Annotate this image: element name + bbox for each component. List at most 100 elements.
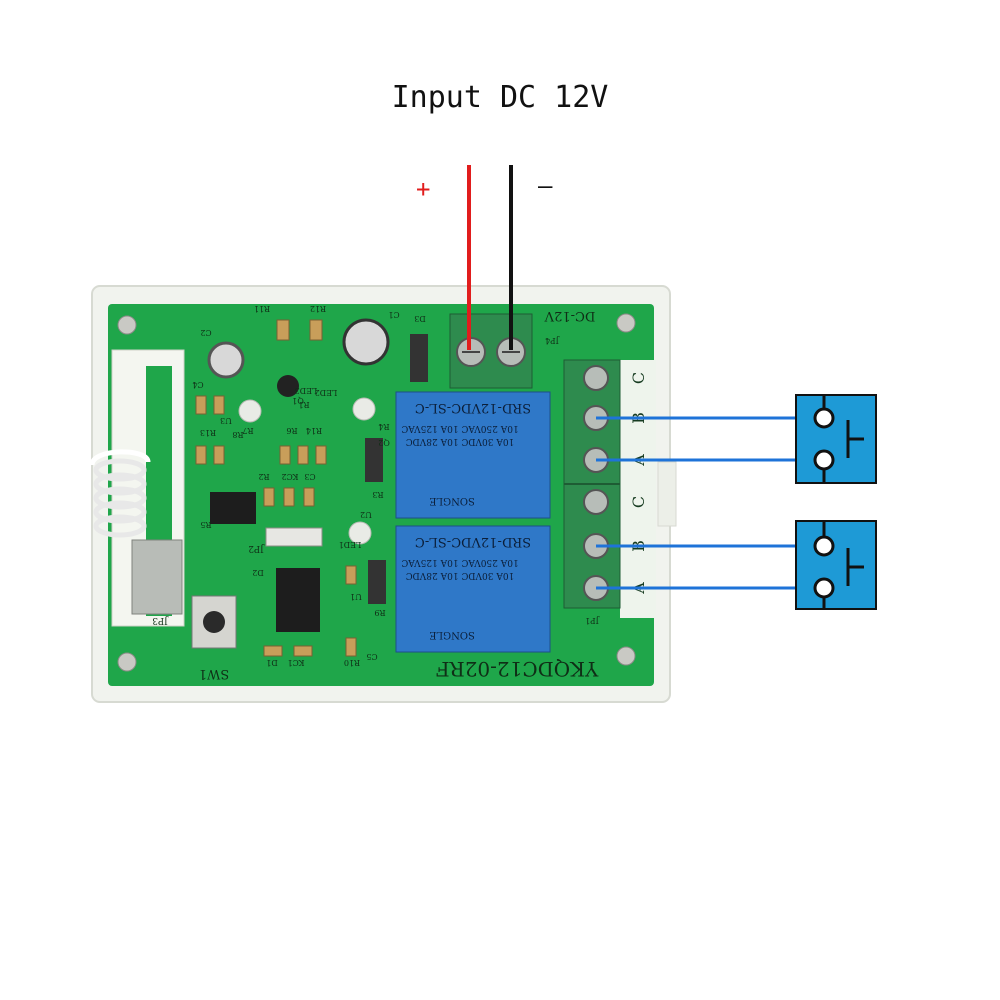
relay-1: SRD-12VDC-SL-C 10A 250VAC 10A 125VAC 10A…	[395, 391, 551, 519]
coil-ring	[93, 500, 147, 524]
silkscreen-label: D3	[414, 314, 426, 323]
relay-1-model: SRD-12VDC-SL-C	[415, 400, 531, 415]
screw-icon	[616, 646, 636, 666]
silkscreen-label: R10	[344, 658, 360, 667]
coil-ring	[93, 486, 147, 510]
switch-2-contact-top	[813, 535, 835, 557]
relay-1-body	[395, 391, 551, 519]
led-led3	[238, 399, 262, 423]
silkscreen-label: Q2	[378, 438, 390, 447]
smd-part	[195, 445, 207, 465]
button-sw1-cap	[203, 611, 225, 633]
silkscreen-label: C4	[192, 380, 203, 389]
smd-part	[345, 637, 357, 657]
switch-1-contact-top	[813, 407, 835, 429]
rf-crystal	[131, 539, 183, 615]
screw-icon	[616, 313, 636, 333]
board-power-label: DC-12V	[544, 308, 595, 323]
smd-part	[279, 445, 291, 465]
coil-ring	[93, 472, 147, 496]
silkscreen-label: C5	[366, 652, 377, 661]
terminal-letter-bottom-c: C	[629, 496, 648, 508]
terminal-letter-top-c: C	[629, 372, 648, 384]
diagram-title: Input DC 12V	[391, 80, 609, 115]
antenna-coil	[89, 449, 151, 538]
silkscreen-label: U1	[350, 592, 362, 601]
coil-ring	[93, 514, 147, 538]
output-terminal-block	[563, 359, 621, 609]
silkscreen-label: R9	[374, 608, 385, 617]
terminal-screw-icon	[583, 489, 609, 515]
board-model-label: YKQDC12-02RF	[436, 657, 600, 681]
label-sw1: SW1	[199, 666, 230, 681]
minus-sign: —	[538, 172, 553, 200]
label-jp3: JP3	[152, 615, 169, 625]
smd-part	[195, 395, 207, 415]
capacitor-c1	[342, 318, 390, 366]
smd-part	[309, 319, 323, 341]
plus-sign: +	[416, 175, 431, 203]
smd-part	[263, 487, 275, 507]
led-led1	[348, 521, 372, 545]
silkscreen-label: R11	[254, 304, 270, 313]
label-jp2: JP2	[248, 543, 264, 553]
jumper-jp2	[265, 527, 323, 547]
smd-part	[297, 445, 309, 465]
regulator-u3	[277, 375, 299, 397]
silkscreen-label: R3	[372, 490, 383, 499]
coil-ring	[93, 458, 147, 482]
enclosure-side-tab	[657, 461, 677, 527]
silkscreen-label: R14	[306, 426, 322, 435]
power-terminal-block	[449, 313, 533, 389]
coil-turn	[89, 449, 151, 466]
relay-2-rating-2: 10A 30VDC 10A 28VDC	[406, 570, 515, 580]
screw-icon	[117, 315, 137, 335]
push-button-switch-icon	[795, 520, 877, 610]
relay-2-rating-1: 10A 250VAC 10A 125VAC	[401, 557, 519, 567]
diode-d3	[410, 334, 428, 382]
smd-components	[195, 319, 357, 657]
ic-u1	[276, 568, 320, 632]
silkscreen-label: R12	[310, 304, 326, 313]
switch-2-box	[795, 520, 877, 610]
smd-part	[283, 487, 295, 507]
smd-part	[293, 645, 313, 657]
relay-1-rating-2: 10A 30VDC 10A 28VDC	[406, 436, 515, 446]
diode-d2	[365, 438, 383, 482]
silkscreen-label: R8	[232, 430, 243, 439]
ic-u2	[210, 492, 256, 524]
silkscreen-label: D2	[252, 568, 264, 577]
silkscreen-label: R4	[378, 422, 389, 431]
silkscreen-label: LED1	[339, 540, 362, 549]
silkscreen-label: R5	[200, 520, 211, 529]
silkscreen-label: D1	[266, 658, 278, 667]
push-button-switch-icon	[795, 394, 877, 484]
relay-2: SRD-12VDC-SL-C 10A 250VAC 10A 125VAC 10A…	[395, 525, 551, 653]
smd-part	[213, 395, 225, 415]
silkscreen-label: LED3	[295, 386, 318, 395]
silkscreen-label: R1	[298, 400, 309, 409]
led-led2	[352, 397, 376, 421]
smd-part	[303, 487, 315, 507]
silkscreen-label: C3	[304, 472, 315, 481]
corner-screws	[117, 313, 636, 672]
smd-part	[213, 445, 225, 465]
relay-1-rating-1: 10A 250VAC 10A 125VAC	[401, 423, 519, 433]
silkscreen-label: U3	[220, 416, 232, 425]
silkscreen-label: U2	[360, 510, 372, 519]
smd-part	[315, 445, 327, 465]
switch-2-contact-bottom	[813, 577, 835, 599]
silkscreen-label: KC2	[282, 472, 299, 481]
signal-wires	[596, 416, 824, 590]
pcb-right-strip	[620, 360, 656, 618]
silkscreen-label: R7	[242, 426, 253, 435]
silkscreen-label: C2	[200, 328, 211, 337]
smd-part	[263, 645, 283, 657]
smd-part	[276, 319, 290, 341]
silkscreen-label: C1	[388, 310, 399, 319]
silkscreen-label: LED2	[315, 388, 338, 397]
switch-1-contact-bottom	[813, 449, 835, 471]
